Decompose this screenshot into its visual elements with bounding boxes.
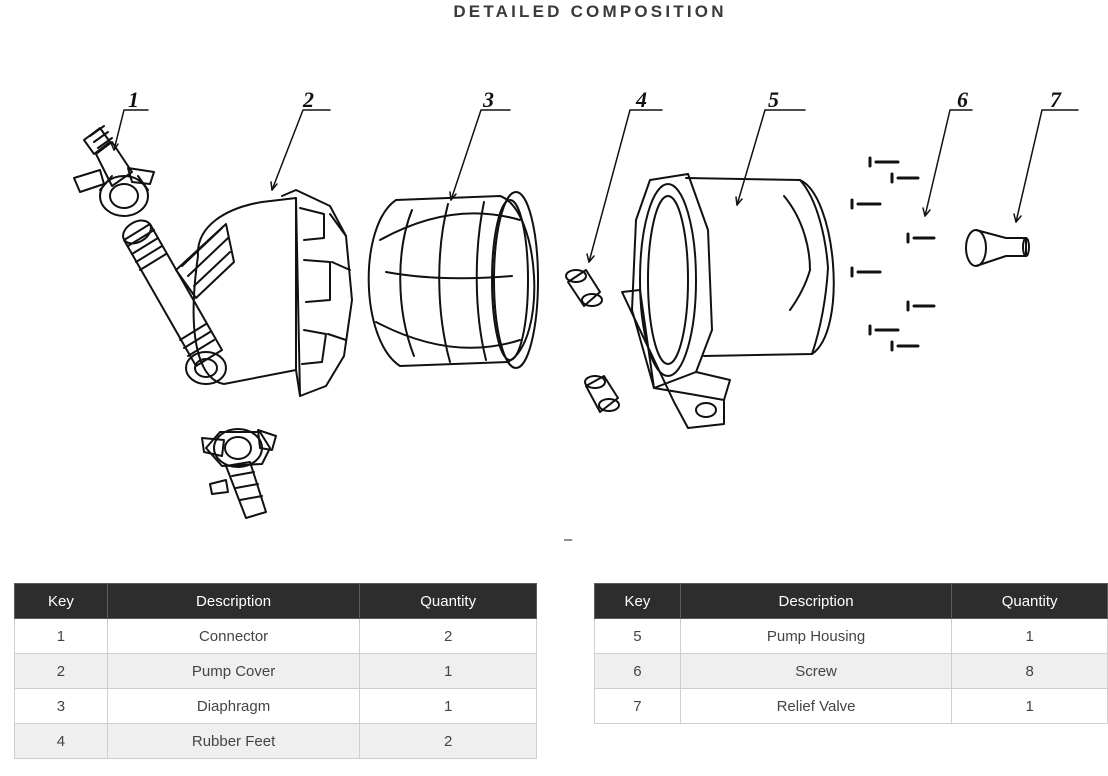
- table-header-row: Key Description Quantity: [594, 583, 1108, 619]
- cell-description: Connector: [106, 618, 361, 654]
- header-description: Description: [106, 583, 361, 619]
- header-key: Key: [594, 583, 681, 619]
- page-title: DETAILED COMPOSITION: [453, 2, 727, 21]
- cell-quantity: 8: [951, 653, 1108, 689]
- cell-quantity: 1: [359, 688, 537, 724]
- pump-housing: [621, 173, 835, 429]
- cell-key: 1: [14, 618, 108, 654]
- cell-key: 7: [594, 688, 681, 724]
- connector-part-upper: [73, 125, 155, 217]
- callout-3: 3: [482, 87, 494, 112]
- cell-quantity: 2: [359, 723, 537, 759]
- rubber-feet-lower: [584, 375, 620, 413]
- cell-description: Relief Valve: [679, 688, 953, 724]
- cell-description: Pump Cover: [106, 653, 361, 689]
- cell-description: Screw: [679, 653, 953, 689]
- cell-quantity: 1: [951, 688, 1108, 724]
- table-row: 6 Screw 8: [594, 653, 1108, 689]
- cell-quantity: 1: [359, 653, 537, 689]
- threaded-tube: [122, 219, 227, 385]
- callout-6: 6: [957, 87, 968, 112]
- table-row: 2 Pump Cover 1: [14, 653, 537, 689]
- table-row: 7 Relief Valve 1: [594, 688, 1108, 724]
- connector-part-lower: [201, 428, 277, 519]
- cell-description: Rubber Feet: [106, 723, 361, 759]
- exploded-view-diagram: 1 2 3 4 5 6 7: [73, 87, 1079, 519]
- callout-4: 4: [635, 87, 647, 112]
- cell-key: 4: [14, 723, 108, 759]
- cell-key: 2: [14, 653, 108, 689]
- cell-key: 3: [14, 688, 108, 724]
- callout-7: 7: [1050, 87, 1062, 112]
- cell-quantity: 1: [951, 618, 1108, 654]
- table-header-row: Key Description Quantity: [14, 583, 537, 619]
- header-key: Key: [14, 583, 108, 619]
- cell-description: Diaphragm: [106, 688, 361, 724]
- separator-mark: –: [564, 531, 573, 548]
- diaphragm: [367, 191, 539, 369]
- header-quantity: Quantity: [359, 583, 537, 619]
- parts-table-left: Key Description Quantity 1 Connector 2 2…: [14, 583, 537, 759]
- cell-key: 6: [594, 653, 681, 689]
- cell-key: 5: [594, 618, 681, 654]
- screws: [850, 156, 936, 352]
- rubber-feet-upper: [565, 269, 603, 307]
- header-description: Description: [679, 583, 953, 619]
- parts-table-right: Key Description Quantity 5 Pump Housing …: [594, 583, 1108, 724]
- cell-description: Pump Housing: [679, 618, 953, 654]
- callout-1: 1: [128, 87, 139, 112]
- callout-2: 2: [302, 87, 314, 112]
- header-quantity: Quantity: [951, 583, 1108, 619]
- pump-cover: [175, 189, 353, 397]
- leader-lines: [110, 109, 1079, 263]
- table-row: 4 Rubber Feet 2: [14, 723, 537, 759]
- cell-quantity: 2: [359, 618, 537, 654]
- callout-5: 5: [768, 87, 779, 112]
- table-row: 3 Diaphragm 1: [14, 688, 537, 724]
- table-row: 1 Connector 2: [14, 618, 537, 654]
- table-row: 5 Pump Housing 1: [594, 618, 1108, 654]
- relief-valve: [965, 229, 1030, 267]
